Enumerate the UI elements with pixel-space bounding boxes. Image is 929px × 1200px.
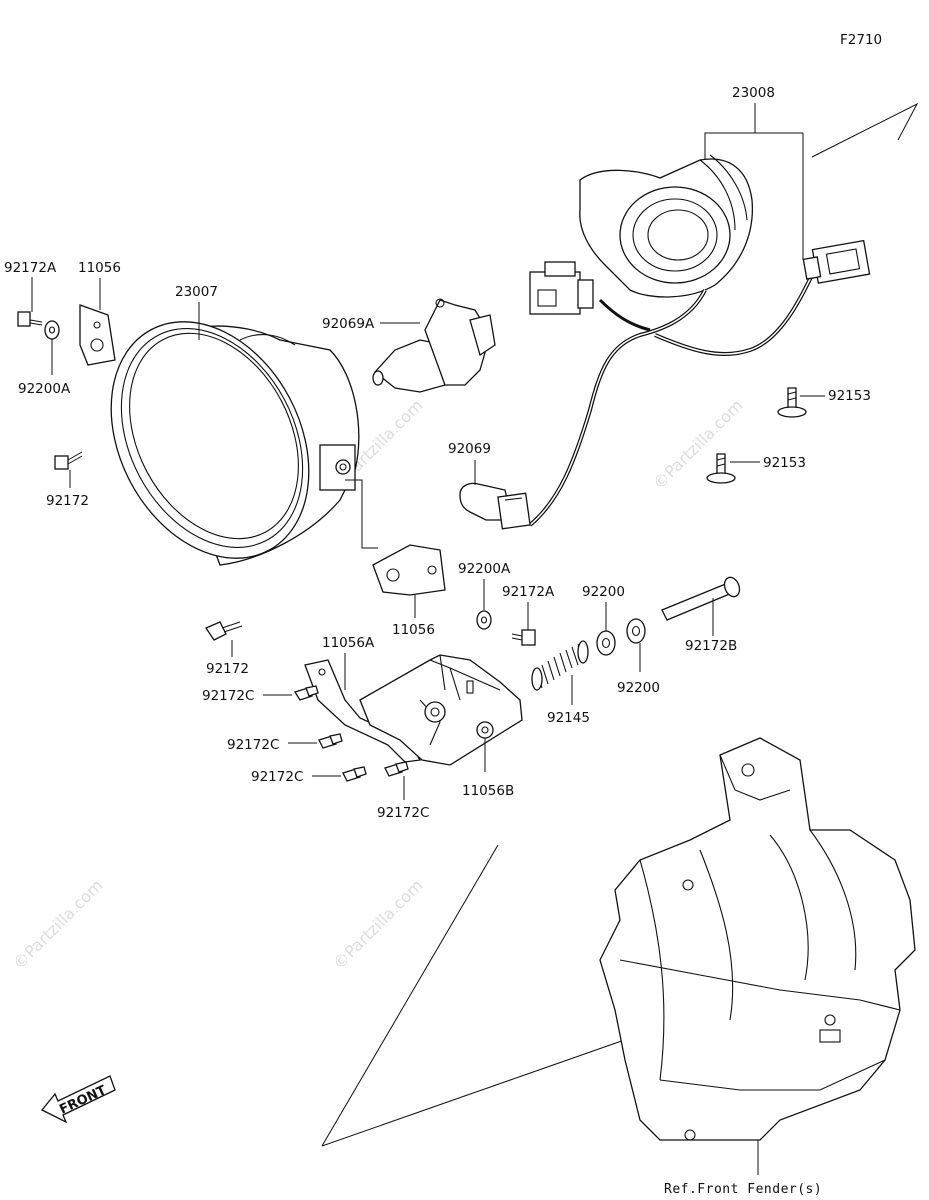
callout-92172C-a: 92172C bbox=[202, 688, 292, 704]
label-92172C-a: 92172C bbox=[202, 688, 254, 704]
callout-92153-lower: 92153 bbox=[730, 455, 806, 471]
callout-11056A: 11056A bbox=[322, 635, 375, 690]
washer-92200-b[interactable] bbox=[626, 618, 646, 644]
screw-92153-upper[interactable] bbox=[777, 387, 807, 418]
bulb-92069A[interactable] bbox=[372, 298, 496, 393]
callout-92200A-left: 92200A bbox=[18, 339, 71, 397]
label-92069A: 92069A bbox=[322, 316, 375, 332]
callout-92172C-c: 92172C bbox=[251, 769, 341, 785]
label-11056A: 11056A bbox=[322, 635, 375, 651]
screw-92172-left[interactable] bbox=[54, 451, 83, 470]
callout-92172B: 92172B bbox=[685, 598, 737, 654]
callout-92172C-b: 92172C bbox=[227, 737, 317, 753]
bracket-11056-mid[interactable] bbox=[345, 479, 446, 596]
bracket-11056-left[interactable] bbox=[79, 304, 116, 366]
label-92172C-b: 92172C bbox=[227, 737, 279, 753]
label-92172A-mid: 92172A bbox=[502, 584, 555, 600]
headlight-unit-23007[interactable] bbox=[72, 287, 360, 592]
callout-92145: 92145 bbox=[547, 675, 590, 726]
front-fender-reference bbox=[599, 737, 916, 1141]
ref-note: Ref.Front Fender(s) bbox=[664, 1182, 822, 1197]
label-92200-b: 92200 bbox=[617, 680, 660, 696]
bracket-11056B[interactable] bbox=[359, 654, 523, 766]
screw-92172A-left[interactable] bbox=[17, 311, 43, 327]
callout-11056B: 11056B bbox=[462, 738, 514, 799]
callout-92172C-d: 92172C bbox=[377, 776, 429, 821]
label-92172B: 92172B bbox=[685, 638, 737, 654]
callout-92200-b: 92200 bbox=[617, 643, 660, 696]
assembly-guide-lines bbox=[321, 102, 919, 1147]
label-92172-mid: 92172 bbox=[206, 661, 249, 677]
callout-11056-mid: 11056 bbox=[392, 595, 435, 638]
callout-92153-upper: 92153 bbox=[800, 388, 871, 404]
callout-92200A-mid: 92200A bbox=[458, 561, 511, 610]
figure-code: F2710 bbox=[840, 32, 882, 48]
label-92172C-d: 92172C bbox=[377, 805, 429, 821]
label-92069: 92069 bbox=[448, 441, 491, 457]
label-92200A-mid: 92200A bbox=[458, 561, 511, 577]
label-92172-left: 92172 bbox=[46, 493, 89, 509]
callout-92172A-left: 92172A bbox=[4, 260, 57, 312]
callout-92172-left: 92172 bbox=[46, 470, 89, 509]
label-92153-lower: 92153 bbox=[763, 455, 806, 471]
label-92145: 92145 bbox=[547, 710, 590, 726]
connector-left-23008 bbox=[529, 261, 594, 315]
front-arrow-label: FRONT bbox=[57, 1083, 108, 1118]
callout-92172A-mid: 92172A bbox=[502, 584, 555, 630]
label-92153-upper: 92153 bbox=[828, 388, 871, 404]
screw-92153-lower[interactable] bbox=[706, 453, 736, 484]
callout-23008: 23008 bbox=[704, 85, 804, 260]
label-11056-left: 11056 bbox=[78, 260, 121, 276]
label-11056-mid: 11056 bbox=[392, 622, 435, 638]
spring-92145[interactable] bbox=[531, 640, 589, 691]
callout-23007: 23007 bbox=[175, 284, 218, 340]
label-92200-a: 92200 bbox=[582, 584, 625, 600]
label-23008: 23008 bbox=[732, 85, 775, 101]
callout-92069A: 92069A bbox=[322, 316, 420, 332]
front-arrow-icon: FRONT bbox=[40, 1075, 116, 1124]
screw-92172C-a[interactable] bbox=[294, 685, 319, 701]
callout-92200-a: 92200 bbox=[582, 584, 625, 631]
callout-ref-note: Ref.Front Fender(s) bbox=[664, 1140, 822, 1197]
label-92172A-left: 92172A bbox=[4, 260, 57, 276]
watermark: ©Partzilla.com bbox=[9, 876, 106, 973]
label-11056B: 11056B bbox=[462, 783, 514, 799]
washer-92200A-mid[interactable] bbox=[476, 610, 492, 630]
bolt-92172B[interactable] bbox=[661, 575, 742, 621]
socket-harness-23008[interactable] bbox=[528, 154, 871, 527]
callout-92172-mid: 92172 bbox=[206, 640, 249, 677]
callout-11056-left: 11056 bbox=[78, 260, 121, 310]
callout-92069: 92069 bbox=[448, 441, 491, 485]
washer-92200A-left[interactable] bbox=[44, 320, 60, 340]
label-23007: 23007 bbox=[175, 284, 218, 300]
screw-92172C-b[interactable] bbox=[318, 733, 343, 749]
label-92172C-c: 92172C bbox=[251, 769, 303, 785]
connector-right-23008 bbox=[802, 239, 871, 284]
bracket-11056A[interactable] bbox=[304, 659, 422, 763]
screw-92172A-mid[interactable] bbox=[511, 629, 536, 646]
screw-92172-mid[interactable] bbox=[205, 621, 243, 641]
screw-92172C-c[interactable] bbox=[342, 766, 367, 782]
watermark: ©Partzilla.com bbox=[329, 876, 426, 973]
washer-92200-a[interactable] bbox=[596, 630, 616, 656]
bulb-92069[interactable] bbox=[459, 482, 531, 530]
screw-92172C-d[interactable] bbox=[384, 761, 409, 777]
label-92200A-left: 92200A bbox=[18, 381, 71, 397]
